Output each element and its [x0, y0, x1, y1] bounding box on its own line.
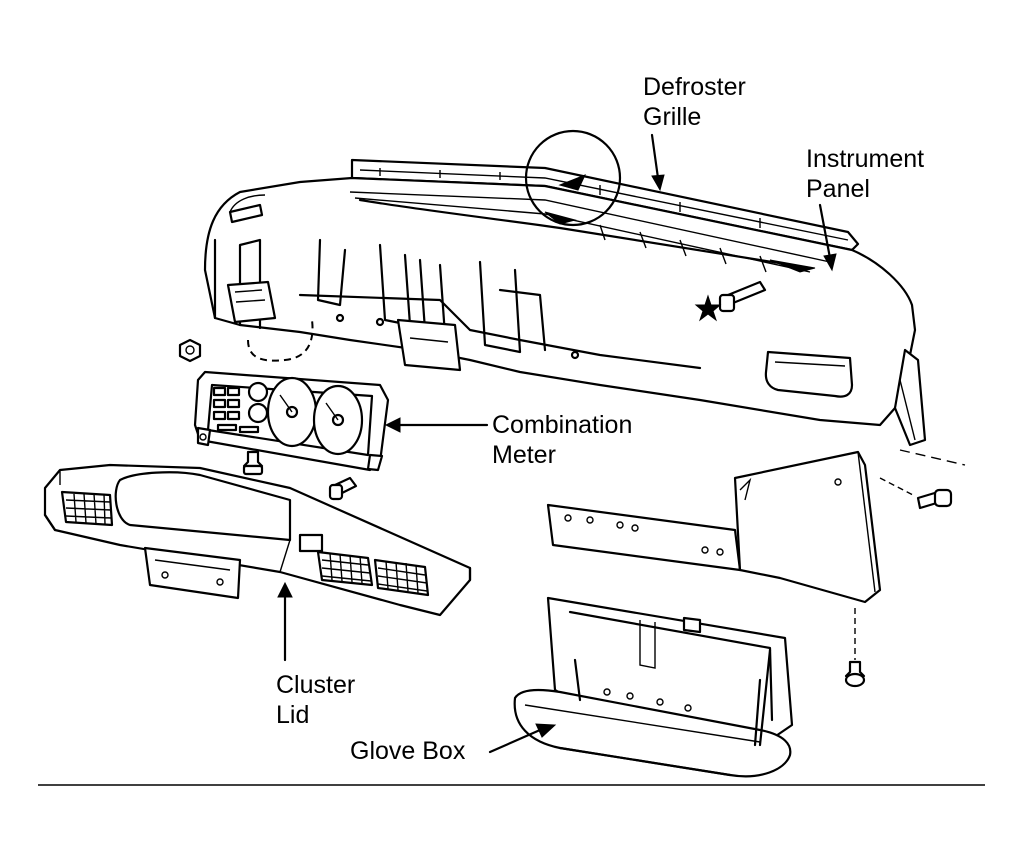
- detail-clip: [558, 174, 586, 191]
- bolt-right: [916, 488, 953, 510]
- label-combination-line1: Combination: [492, 411, 633, 439]
- label-defroster-grille: Defroster Grille: [643, 72, 746, 132]
- nut-fastener: [178, 338, 202, 363]
- label-cluster-lid: Cluster Lid: [276, 670, 355, 730]
- screw-fasteners: [242, 450, 358, 501]
- glove-box-rear-panel: [546, 450, 882, 604]
- label-panel-line2: Panel: [806, 175, 870, 203]
- leader-arrows: [277, 133, 837, 754]
- label-defroster-line1: Defroster: [643, 73, 746, 101]
- star-marker: [694, 294, 722, 322]
- glove-box: [513, 596, 794, 778]
- label-instrument-panel: Instrument Panel: [806, 144, 924, 204]
- instrument-panel: [203, 176, 927, 447]
- label-meter-line2: Meter: [492, 441, 556, 469]
- label-instrument-line1: Instrument: [806, 145, 925, 173]
- screw-lower-right: [844, 608, 866, 688]
- label-lid-line2: Lid: [276, 701, 310, 729]
- combination-meter: [193, 370, 390, 472]
- detail-circle: [524, 129, 622, 227]
- label-glove-box: Glove Box: [350, 737, 466, 765]
- label-cluster-line1: Cluster: [276, 671, 356, 699]
- label-grille-line2: Grille: [643, 103, 702, 131]
- label-combination-meter: Combination Meter: [492, 410, 632, 470]
- cluster-lid: [43, 463, 472, 617]
- dashed-detail: [247, 319, 314, 362]
